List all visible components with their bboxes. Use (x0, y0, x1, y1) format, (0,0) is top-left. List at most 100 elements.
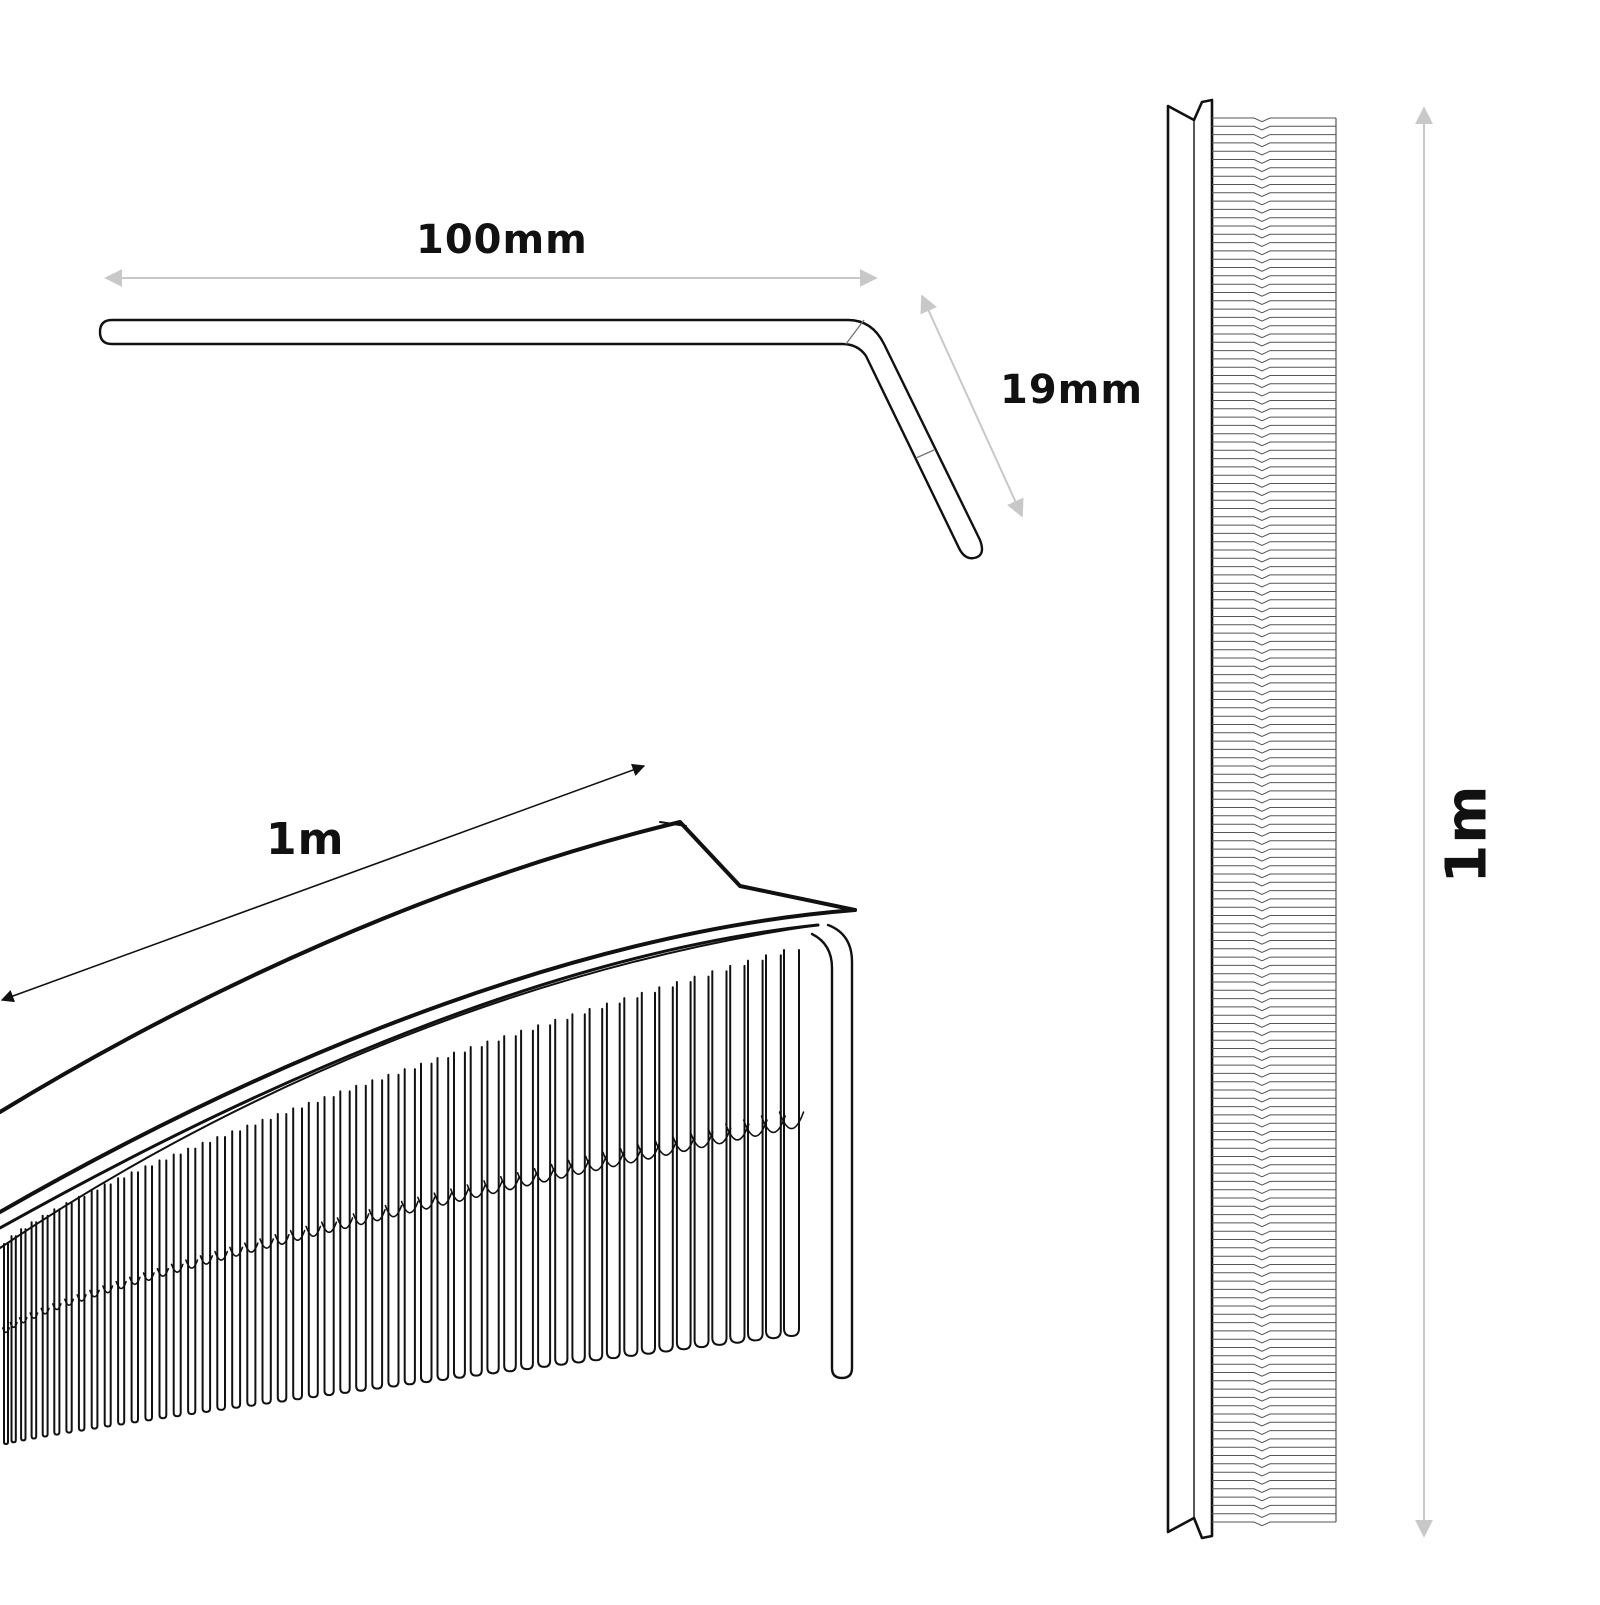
strip-front-tooth (1212, 707, 1336, 713)
strip-front-tooth (1212, 782, 1336, 787)
strip-front-tooth (1212, 292, 1336, 297)
strip-front-tooth (1212, 1072, 1336, 1078)
strip-front-tooth (1212, 757, 1336, 762)
strip-front-tooth (1212, 1496, 1336, 1502)
strip-front-tooth (1212, 1396, 1336, 1402)
strip-front-tooth (1212, 1139, 1336, 1145)
strip-front-tooth (1212, 458, 1336, 463)
strip-front-tooth (1212, 1330, 1336, 1336)
strip-front-tooth (1212, 391, 1336, 397)
strip-front-tooth (1212, 981, 1336, 987)
strip-front-tooth (1212, 1255, 1336, 1261)
strip-tooth (41, 1214, 49, 1438)
strip-front-tooth (1212, 1480, 1336, 1485)
strip-tooth (3, 1243, 9, 1445)
strip-tooth (403, 1068, 416, 1386)
strip-front-teeth (1212, 117, 1337, 1527)
strip-front-tooth (1212, 1006, 1336, 1012)
strip-front-tooth (1212, 1197, 1336, 1203)
strip-front-tooth (1212, 848, 1336, 854)
strip-tooth-kink (384, 1204, 403, 1218)
strip-front-tooth (1212, 1205, 1336, 1211)
strip-front-tooth (1212, 1230, 1336, 1236)
strip-front-tooth (1212, 491, 1336, 497)
strip-tooth-kink (516, 1172, 538, 1187)
strip-front-tooth (1212, 1214, 1336, 1219)
strip-front-tooth (1212, 341, 1336, 347)
strip-tooth (371, 1079, 384, 1390)
strip-front-tooth (1212, 881, 1336, 887)
strip-tooth (571, 1013, 586, 1364)
strip-front-tooth (1212, 1471, 1336, 1477)
strip-front-tooth (1212, 1421, 1336, 1427)
strip-front-tooth (1212, 724, 1336, 729)
strip-tooth (117, 1177, 126, 1426)
strip-tooth (65, 1202, 73, 1434)
strip-tooth (765, 954, 782, 1340)
strip-tooth-kink (214, 1250, 229, 1261)
strip-front-tooth (1212, 267, 1336, 272)
strip-tooth-kink (142, 1272, 155, 1282)
strip-front-tooth (1212, 832, 1336, 837)
strip-front-tooth (1212, 1355, 1336, 1361)
strip-tooth (339, 1090, 351, 1394)
strip-front-tooth (1212, 748, 1336, 754)
strip-tooth-kink (433, 1192, 453, 1206)
strip-front-tooth (1212, 258, 1336, 264)
strip-front-tooth (1212, 940, 1336, 945)
strip-tooth (520, 1029, 534, 1371)
strip-front-tooth (1212, 1156, 1336, 1161)
strip-tooth (216, 1136, 226, 1411)
strip-front-tooth (1212, 1014, 1336, 1020)
strip-front-tooth (1212, 1239, 1336, 1244)
strip-front-tooth (1212, 200, 1336, 206)
strip-front-tooth (1212, 973, 1336, 978)
strip-front-tooth (1212, 508, 1336, 513)
strip-front-tooth (1212, 1114, 1336, 1120)
strip-front-tooth (1212, 441, 1336, 447)
strip-front-tooth (1212, 316, 1336, 322)
strip-front-tooth (1212, 1089, 1336, 1095)
strip-front-tooth (1212, 1430, 1336, 1435)
strip-tooth-kink (29, 1312, 39, 1319)
strip-front-tooth (1212, 242, 1336, 247)
strip-front-tooth (1212, 740, 1336, 746)
strip-front-tooth (1212, 308, 1336, 314)
strip-front-tooth (1212, 375, 1336, 380)
strip-front-tooth (1212, 333, 1336, 339)
strip-front-tooth (1212, 1313, 1336, 1319)
strip-front-tooth (1212, 1380, 1336, 1386)
strip-front-tooth (1212, 1347, 1336, 1352)
strip-front-tooth (1212, 1513, 1336, 1518)
strip-tooth-kink (274, 1234, 290, 1245)
strip-front-tooth (1212, 400, 1336, 405)
strip-front-tooth (1212, 524, 1336, 530)
strip-front-tooth (1212, 159, 1336, 164)
strip-front-tooth (1212, 192, 1336, 198)
strip-front-tooth (1212, 541, 1336, 546)
strip-tooth (30, 1221, 38, 1440)
strip-front-tooth (1212, 117, 1336, 123)
strip-tooth-kink (533, 1167, 555, 1183)
strip-front-tooth (1212, 1363, 1336, 1369)
strip-tooth-kink (64, 1298, 75, 1306)
strip-tooth (469, 1046, 483, 1377)
strip-front-tooth (1212, 1463, 1336, 1469)
strip-front-tooth (1212, 1222, 1336, 1228)
strip-tooth (144, 1165, 153, 1422)
strip-tooth (537, 1024, 552, 1368)
strip-tooth-kink (619, 1147, 643, 1164)
strip-tooth-kink (170, 1263, 184, 1273)
strip-front-tooth (1212, 998, 1336, 1003)
strip-tooth (231, 1130, 242, 1409)
strip-tooth-kink (637, 1143, 660, 1160)
strip-front-tooth (1212, 906, 1336, 912)
strip-tooth (90, 1189, 99, 1430)
strip-front-tooth (1212, 408, 1336, 414)
strip-front-tooth (1212, 184, 1336, 189)
strip-front-tooth (1212, 1388, 1336, 1394)
strip-front-tooth (1212, 125, 1336, 131)
strip-front-tooth (1212, 873, 1336, 879)
strip-front-tooth (1212, 1455, 1336, 1460)
strip-front-view (1166, 98, 1337, 1540)
